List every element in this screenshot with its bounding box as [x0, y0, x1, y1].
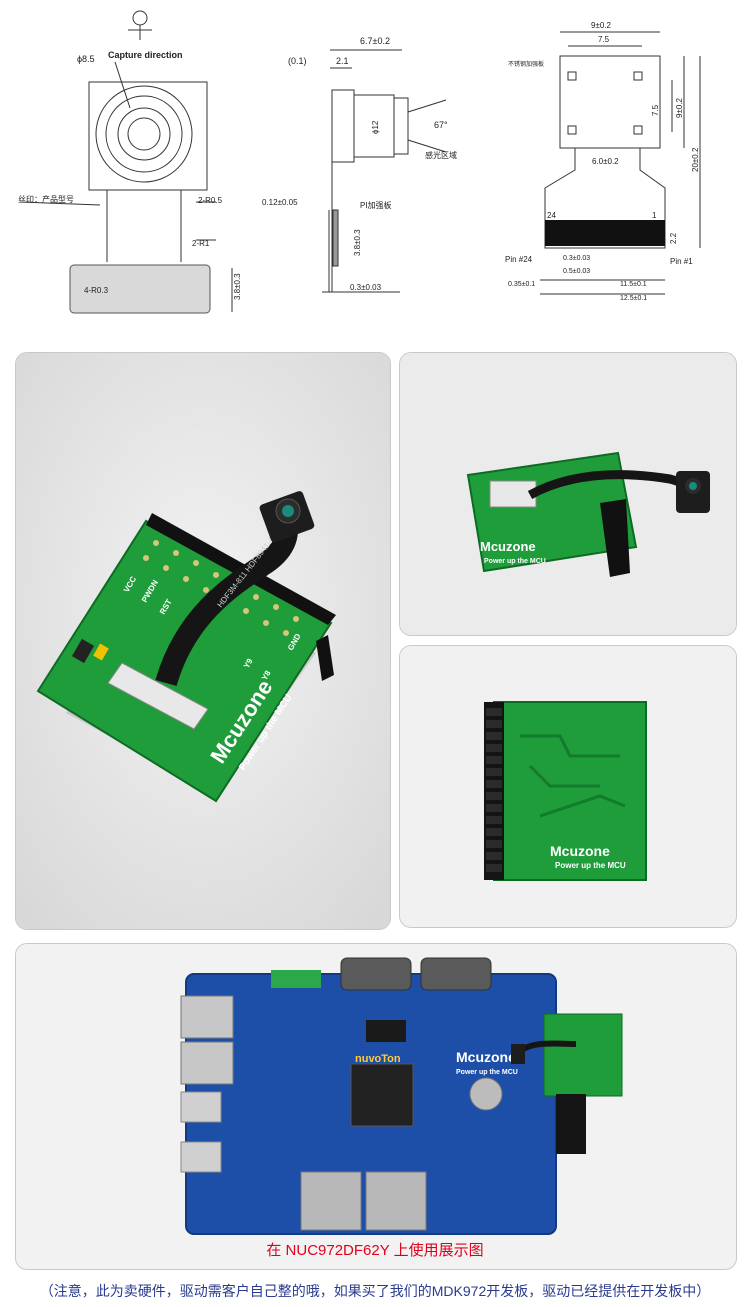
attached-camera-module — [511, 1044, 525, 1064]
pcb-board-back — [493, 701, 647, 881]
silkscreen-note: 丝印：产品型号 — [18, 194, 74, 204]
component-ic — [71, 638, 95, 664]
devboard-brand: Mcuzone — [456, 1049, 516, 1065]
camera-lens — [282, 505, 294, 517]
dim-012: 0.12±0.05 — [262, 198, 298, 207]
sd-slot-1 — [300, 1171, 362, 1231]
pin24-number: 24 — [547, 211, 556, 220]
pin1-label: Pin #1 — [670, 257, 693, 266]
pin-header-2 — [600, 499, 630, 577]
photo-board-back: Mcuzone Power up the MCU — [399, 645, 737, 928]
r05-label: 2-R0.5 — [198, 196, 223, 205]
r03-label: 4-R0.3 — [84, 286, 109, 295]
pin-label-y8: Y8 — [260, 669, 273, 682]
photo-camera-board-angled: HDF3M-811 HDF8941-A50 H1 Mcuzone Power u… — [15, 352, 391, 930]
board-tagline-3: Power up the MCU — [555, 861, 626, 870]
devboard-header — [556, 1094, 586, 1154]
component-capacitor — [93, 643, 109, 661]
attached-camera-board — [543, 1013, 623, 1097]
dimension-drawing: Capture direction ϕ8.5 丝印：产品型号 2-R0.5 2-… — [18, 10, 701, 314]
cpu-chip — [350, 1063, 414, 1127]
dim-75-side: 7.5 — [651, 104, 660, 116]
coin-battery — [469, 1077, 503, 1111]
pin24-label: Pin #24 — [505, 255, 533, 264]
dim-125: 12.5±0.1 — [620, 295, 647, 302]
dim-22: 2.2 — [669, 232, 678, 244]
devboard-tagline: Power up the MCU — [456, 1069, 518, 1076]
dim-20: 20±0.2 — [691, 147, 700, 172]
pin-label-y9: Y9 — [242, 657, 255, 670]
board-tagline-2: Power up the MCU — [484, 558, 546, 565]
camera-lens-2 — [689, 482, 697, 490]
person-icon — [132, 10, 148, 26]
sd-slot-2 — [365, 1171, 427, 1231]
total-length: 6.7±0.2 — [360, 36, 390, 46]
dim-9-top: 9±0.2 — [591, 21, 612, 30]
usb-port-2 — [180, 1141, 222, 1173]
dim-03-right: 0.3±0.03 — [563, 255, 590, 262]
ethernet-jack-1 — [180, 995, 234, 1039]
driver-note: （注意，此为卖硬件，驱动需客户自己整的哦，如果买了我们的MDK972开发板，驱动… — [39, 1283, 711, 1299]
photo-devboard: nuvoTon Mcuzone Power up the MCU — [15, 943, 737, 1270]
header-leg — [316, 635, 334, 681]
dim-38-middle: 3.8±0.3 — [353, 229, 362, 256]
board-brand-2: Mcuzone — [480, 539, 536, 554]
r1-label: 2-R1 — [192, 239, 210, 248]
sense-area-label: 感光区域 — [425, 150, 457, 160]
pin1-number: 1 — [652, 211, 657, 220]
dim-75-top: 7.5 — [598, 35, 610, 44]
terminal-block — [271, 970, 321, 988]
capture-direction-label: Capture direction — [108, 50, 183, 60]
dim-035: 0.35±0.1 — [508, 281, 535, 288]
board-brand-3: Mcuzone — [550, 843, 610, 859]
angle-label: 67° — [434, 120, 448, 130]
usage-caption: 在 NUC972DF62Y 上使用展示图 — [266, 1242, 484, 1259]
fpc-gold-fingers — [545, 220, 665, 246]
dim-05-right: 0.5±0.03 — [563, 268, 590, 275]
drawing-top-view — [540, 31, 701, 295]
diameter-label: ϕ8.5 — [77, 54, 95, 64]
dim-03-middle: 0.3±0.03 — [350, 283, 382, 292]
stiffener-label: 不锈钢加强板 — [508, 60, 544, 68]
drawing-side-view — [322, 49, 447, 293]
dim-01: (0.1) — [288, 56, 307, 66]
dim-d12: ϕ12 — [371, 120, 380, 134]
pcb-traces — [520, 734, 626, 818]
drawing-front-view — [19, 10, 233, 314]
ethernet-jack-2 — [180, 1041, 234, 1085]
usb-port-1 — [180, 1091, 222, 1123]
photo-camera-board-flat: Mcuzone Power up the MCU — [399, 352, 737, 636]
fpc-connector-2 — [489, 480, 537, 508]
pi-stiffener-label: PI加强板 — [360, 200, 392, 210]
dim-115: 11.5±0.1 — [620, 281, 647, 288]
dim-9-side: 9±0.2 — [675, 97, 684, 118]
cpu-brand: nuvoTon — [355, 1053, 401, 1065]
dim-6: 6.0±0.2 — [592, 157, 619, 166]
serial-connector-1 — [340, 957, 412, 991]
dim-21: 2.1 — [336, 56, 349, 66]
fpc-connector — [107, 662, 209, 730]
header-pins-back — [486, 708, 502, 872]
serial-connector-2 — [420, 957, 492, 991]
memory-chip — [366, 1020, 406, 1042]
dim-38-left: 3.8±0.3 — [233, 273, 242, 300]
